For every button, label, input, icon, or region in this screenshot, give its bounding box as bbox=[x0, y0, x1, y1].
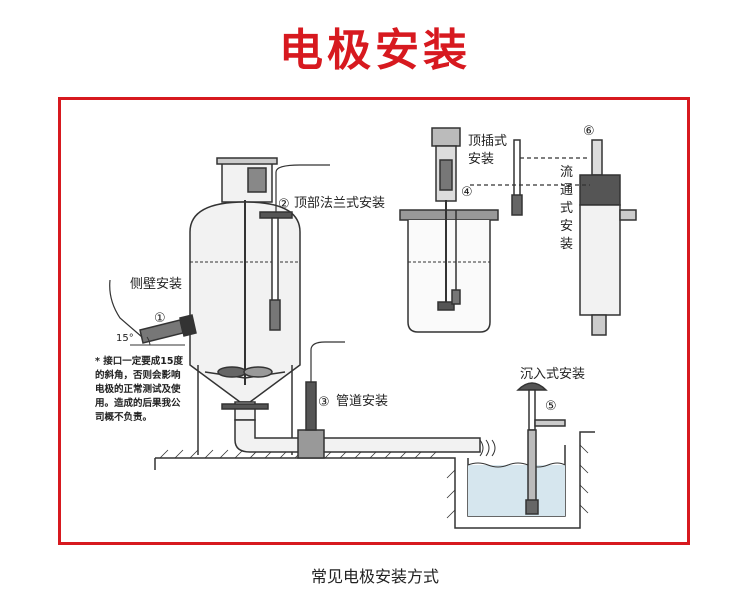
label-submerged: 沉入式安装 bbox=[520, 367, 585, 382]
label-flow-4: 装 bbox=[560, 237, 573, 252]
label-top-insert-2: 安装 bbox=[468, 152, 494, 167]
diagram-frame bbox=[58, 97, 690, 545]
label-flow-0: 流 bbox=[560, 165, 573, 180]
marker-3: ③ bbox=[318, 395, 330, 410]
diagram-caption: 常见电极安装方式 bbox=[310, 567, 439, 586]
label-top-flange: 顶部法兰式安装 bbox=[294, 196, 385, 211]
label-pipe: 管道安装 bbox=[336, 394, 388, 409]
marker-4: ④ bbox=[461, 185, 473, 200]
top-insert-vessel bbox=[399, 127, 499, 333]
note-line-5: 司概不负责。 bbox=[95, 411, 152, 423]
top-flange-electrode bbox=[259, 164, 330, 331]
label-flow-3: 安 bbox=[560, 219, 573, 234]
marker-5: ⑤ bbox=[545, 399, 557, 414]
marker-2: ② bbox=[278, 197, 290, 212]
note-line-2: 的斜角，否则会影响 bbox=[95, 369, 181, 381]
marker-1: ① bbox=[154, 311, 166, 326]
label-flow-1: 通 bbox=[560, 183, 573, 198]
note-line-3: 电极的正常测试及使 bbox=[95, 383, 181, 395]
label-side-wall: 侧壁安装 bbox=[130, 277, 182, 292]
water-basin bbox=[468, 465, 565, 516]
top-insert-probe bbox=[511, 139, 523, 216]
label-top-insert-1: 顶插式 bbox=[468, 134, 507, 149]
note-line-4: 用。造成的后果我公 bbox=[94, 397, 181, 409]
flow-cell bbox=[470, 139, 637, 336]
label-flow-2: 式 bbox=[560, 201, 573, 216]
note-line-1: * 接口一定要成15度 bbox=[95, 355, 183, 367]
side-wall-electrode bbox=[109, 279, 197, 346]
page-title: 电极安装 bbox=[279, 25, 471, 76]
marker-6: ⑥ bbox=[583, 124, 595, 139]
pipeline bbox=[234, 341, 496, 459]
label-angle: 15° bbox=[116, 333, 134, 344]
submerged-electrode bbox=[516, 382, 566, 515]
